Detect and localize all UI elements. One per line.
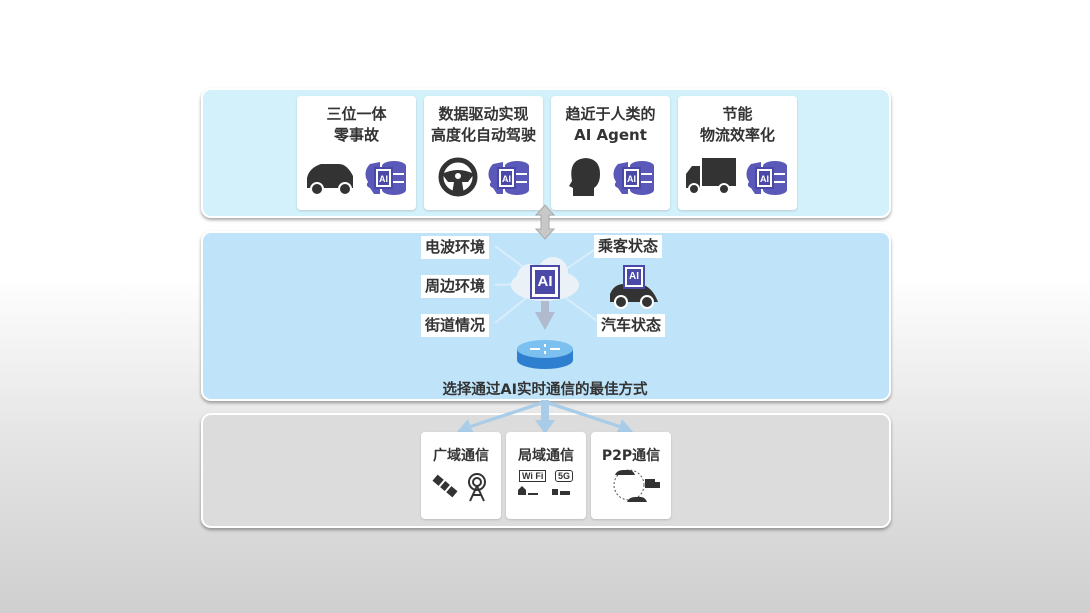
label-radio-environment: 电波环境 [421,236,490,259]
truck-icon [685,158,736,195]
branch-arrows [456,400,634,434]
car-ai-chip-label: AI [629,271,639,282]
label-vehicle-status: 汽车状态 [597,314,666,337]
card-p2p: P2P通信 [591,432,671,519]
wifi-icon: Wi Fi [519,470,547,482]
router-icon [517,340,573,369]
card-label: 局域通信 [518,448,574,464]
card-label: 广域通信 [433,448,489,464]
card-wide-area: 广域通信 [421,432,501,519]
steering-wheel-icon [438,157,478,197]
card-autonomous-driving: 数据驱动实现高度化自动驾驶 [424,96,543,210]
card-label: P2P通信 [601,448,661,464]
card-ai-agent: 趋近于人类的 AI Agent [551,96,670,210]
card-local-area: 局域通信 Wi Fi 5G [506,432,586,519]
card-title: 节能 [722,105,753,123]
card-title: 三位一体 [326,105,387,123]
label-street-conditions: 街道情况 [421,314,490,337]
ai-communication-caption: 选择通过AI实时通信的最佳方式 [442,382,648,398]
card-title: 数据驱动实现 [438,105,529,123]
card-subtitle: AI Agent [574,126,647,144]
ai-chip-label: AI [537,273,553,290]
label-surrounding-environment: 周边环境 [421,275,490,298]
human-head-icon [568,158,600,196]
ai-car-icon [610,265,658,309]
card-title: 趋近于人类的 [565,105,656,123]
label-passenger-status: 乘客状态 [594,235,663,258]
card-subtitle: 高度化自动驾驶 [430,126,536,144]
satellite-antenna-icon [432,473,486,502]
5g-icon: 5G [554,470,573,482]
p2p-vehicles-icon [613,469,660,502]
down-arrow-icon [535,300,555,330]
card-subtitle: 物流效率化 [699,126,775,144]
cloud-ai-icon [511,257,579,301]
home-factory-vehicles-icon [518,486,570,495]
double-arrow-icon [534,204,556,240]
card-subtitle: 零事故 [333,126,379,144]
card-zero-accidents: 三位一体零事故 [297,96,416,210]
car-icon [306,164,353,196]
card-logistics: 节能物流效率化 [678,96,797,210]
